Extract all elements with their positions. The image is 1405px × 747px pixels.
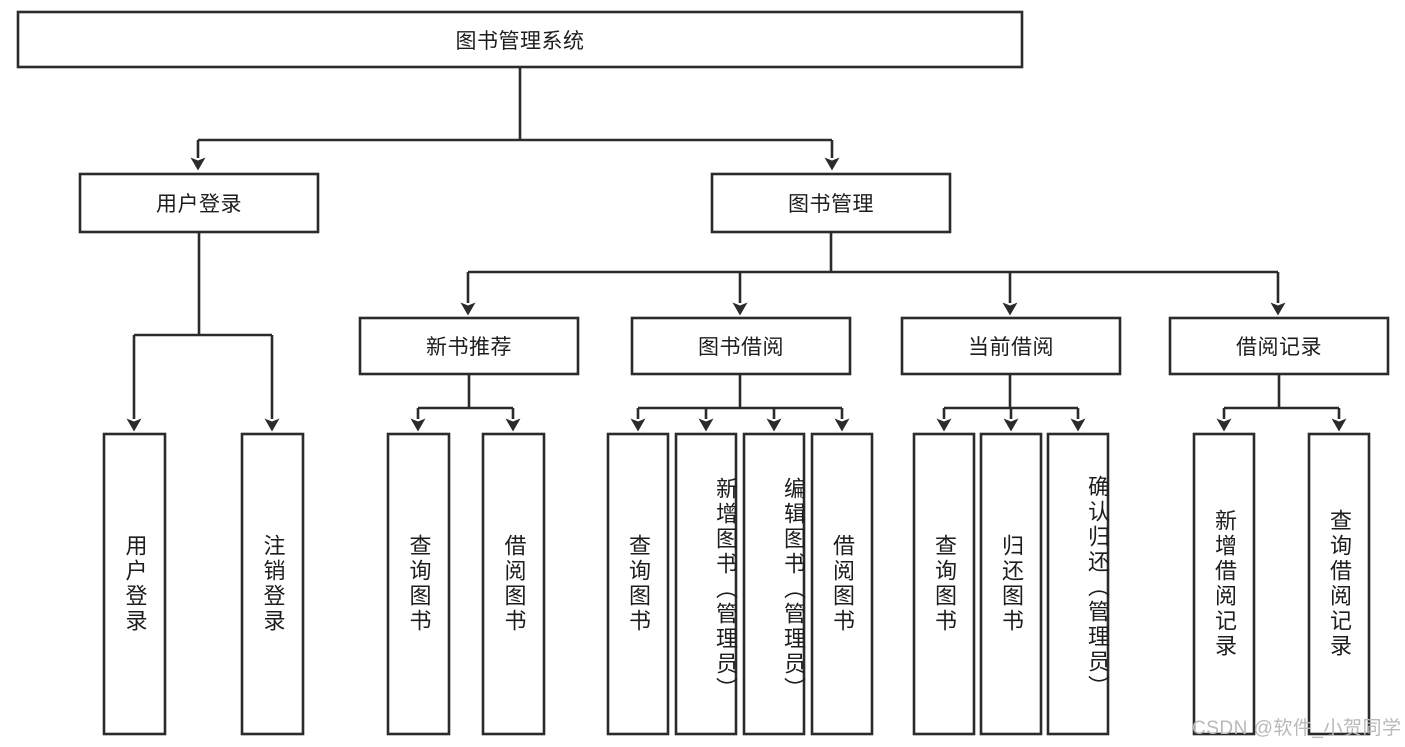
- leaf-book-borrow-3[interactable]: [810, 432, 874, 736]
- leaf-borrow-record-0[interactable]: [1192, 432, 1256, 736]
- leaf-current-borrow-2[interactable]: [1046, 432, 1110, 736]
- leaf-new-book-recommend-1[interactable]: [481, 432, 546, 736]
- leaf-user-login-1[interactable]: [240, 432, 305, 736]
- leaf-book-borrow-0[interactable]: [606, 432, 670, 736]
- node-root[interactable]: [16, 10, 1024, 69]
- leaf-new-book-recommend-0[interactable]: [386, 432, 451, 736]
- leaf-book-borrow-2[interactable]: [742, 432, 806, 736]
- node-book-management[interactable]: [710, 172, 952, 234]
- leaf-current-borrow-1[interactable]: [979, 432, 1043, 736]
- node-current-borrow[interactable]: [900, 316, 1122, 376]
- leaf-user-login-0[interactable]: [102, 432, 167, 736]
- node-borrow-record[interactable]: [1168, 316, 1390, 376]
- leaf-borrow-record-1[interactable]: [1307, 432, 1371, 736]
- leaf-current-borrow-0[interactable]: [912, 432, 976, 736]
- leaf-book-borrow-1[interactable]: [674, 432, 738, 736]
- node-user-login[interactable]: [78, 172, 320, 234]
- node-book-borrow[interactable]: [630, 316, 852, 376]
- node-new-book-recommend[interactable]: [358, 316, 580, 376]
